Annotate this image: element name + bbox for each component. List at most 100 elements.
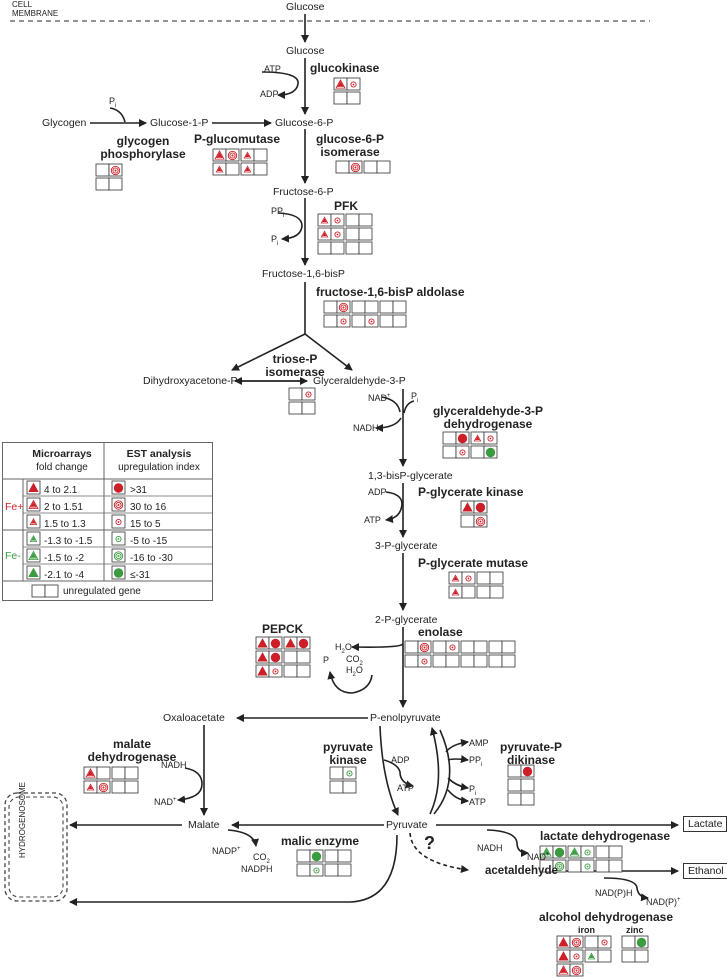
expression-circle <box>298 638 309 649</box>
expression-circle <box>457 433 468 444</box>
enzyme-enolase: enolase <box>418 625 463 639</box>
expression-triangle <box>217 167 222 171</box>
expression-cell <box>351 314 366 328</box>
arrow-pyruvate-hydrogenosome <box>69 834 398 906</box>
expression-cell <box>296 849 311 863</box>
metabolite-2pg: 2-P-glycerate <box>375 614 438 626</box>
expression-triangle <box>561 968 566 972</box>
legend-unregulated: unregulated gene <box>63 586 141 597</box>
expression-cell <box>111 766 126 780</box>
expression-circle <box>231 154 234 157</box>
expression-cell <box>461 585 476 599</box>
expression-cell <box>323 300 338 314</box>
legend-row-1-est: >31 <box>130 485 147 496</box>
cofactor-nadp-me: NADP+ <box>212 846 241 856</box>
expression-triangle <box>453 576 458 580</box>
expression-cell <box>507 792 522 806</box>
expr-gapdh <box>442 431 498 459</box>
expression-cell <box>595 845 610 859</box>
cofactor-pi-glycogen: Pi <box>109 96 117 109</box>
metabolite-pep: P-enolpyruvate <box>370 712 441 724</box>
cofactor-nadp-adh: NAD(P)+ <box>646 897 681 907</box>
expression-triangle <box>257 638 268 648</box>
expression-cell <box>111 780 126 794</box>
cofactor-co2-pepck: CO2 <box>346 654 363 667</box>
expression-cell <box>460 654 475 668</box>
expression-cell <box>476 571 491 585</box>
cofactor-co2-me: CO2 <box>253 852 270 865</box>
arrow-atp-adp-glucokinase <box>261 71 299 99</box>
expression-cell <box>634 949 649 963</box>
metabolite-bpg: 1,3-bisP-glycerate <box>368 470 453 482</box>
expr-enolase <box>404 640 516 668</box>
expression-circle <box>461 451 464 454</box>
expression-cell <box>330 241 345 255</box>
expression-cell <box>567 859 582 873</box>
expression-triangle <box>217 153 222 157</box>
expression-boxes <box>83 77 649 977</box>
cofactor-pi-pfk: Pi <box>271 234 279 247</box>
expression-cell <box>283 650 298 664</box>
expr-malic-enzyme <box>296 849 352 877</box>
expression-cell <box>445 654 460 668</box>
expr-p-glucomutase <box>212 148 268 176</box>
enzyme-p-glycerate-mutase: P-glycerate mutase <box>418 556 529 570</box>
expression-circle <box>586 865 589 868</box>
expression-triangle <box>558 951 569 961</box>
expr-ppdk <box>507 764 535 806</box>
cofactor-nadh-mdh: NADH <box>161 760 187 770</box>
pathway-arrows <box>4 14 679 906</box>
expression-cell <box>296 863 311 877</box>
expression-cell <box>296 650 311 664</box>
metabolite-acetaldehyde: acetaldehyde <box>485 865 558 877</box>
cofactor-nad-ldh: NAD+ <box>527 852 550 862</box>
expression-cell <box>470 445 485 459</box>
expression-circle <box>575 955 578 958</box>
expression-circle <box>113 568 124 578</box>
expression-circle <box>114 169 117 172</box>
expression-cell <box>473 654 488 668</box>
expression-cell <box>124 766 139 780</box>
arrow-adp-atp-pgk <box>385 491 403 524</box>
expression-cell <box>329 766 344 780</box>
cofactor-nadh-gapdh: NADH <box>353 423 379 433</box>
legend-row-3-fold: 1.5 to 1.3 <box>44 519 86 530</box>
expression-triangle <box>31 553 36 558</box>
expr-pfk <box>317 213 373 255</box>
expression-cell <box>108 177 123 191</box>
legend-cell <box>31 584 46 598</box>
expression-circle <box>575 941 578 944</box>
expression-circle <box>117 538 120 540</box>
expression-cell <box>507 778 522 792</box>
arrow-pyruvate-acetaldehyde <box>409 832 469 873</box>
arrow-aldolase-g3p <box>304 333 353 371</box>
expression-cell <box>460 514 475 528</box>
arrow-ppi-pi-pfk <box>277 212 303 243</box>
legend-fe-minus: Fe- <box>5 550 21 562</box>
expression-cell <box>488 640 503 654</box>
cofactor-ppi-pfk: PPi <box>271 206 285 219</box>
metabolite-glucose-6p: Glucose-6-P <box>275 117 334 129</box>
expression-cell <box>346 91 361 105</box>
legend-row-1-fold: 4 to 2.1 <box>44 485 78 496</box>
expression-circle <box>311 851 322 862</box>
expression-cell <box>432 640 447 654</box>
expression-cell <box>364 300 379 314</box>
expression-cell <box>317 241 332 255</box>
cofactor-atp-pk: ATP <box>397 783 414 793</box>
expression-cell <box>501 640 516 654</box>
expression-triangle <box>453 590 458 594</box>
expression-cell <box>476 585 491 599</box>
metabolite-glucose-1p: Glucose-1-P <box>150 117 209 129</box>
enzyme-pepck: PEPCK <box>262 622 304 636</box>
expression-cell <box>597 949 612 963</box>
expression-circle <box>636 937 647 948</box>
expression-cell <box>345 241 360 255</box>
expr-ldh <box>539 845 623 873</box>
expression-cell <box>358 227 373 241</box>
expression-triangle <box>322 232 327 236</box>
metabolite-g3p: Glyceraldehyde-3-P <box>313 375 406 387</box>
enzyme-aldolase: fructose-1,6-bisP aldolase <box>316 285 465 299</box>
